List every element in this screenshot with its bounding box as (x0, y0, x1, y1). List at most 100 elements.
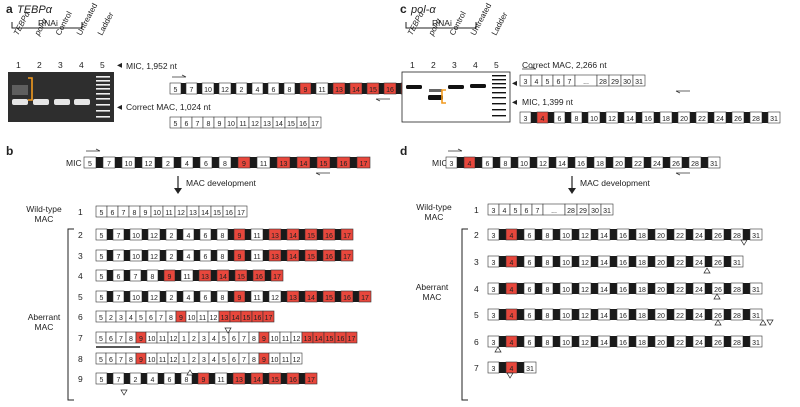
spacer-block (606, 157, 613, 168)
spacer-block (648, 256, 655, 267)
spacer-block (299, 229, 305, 240)
segment-number: 4 (541, 116, 545, 123)
orange-bracket (28, 77, 33, 101)
segment-number: 15 (307, 254, 315, 261)
spacer-block (211, 250, 217, 261)
segment-number: 9 (139, 336, 143, 343)
spacer-block (396, 83, 401, 94)
segment-number: 9 (304, 87, 308, 94)
segment-number: 3 (492, 366, 496, 373)
spacer-block (142, 229, 148, 240)
spacer-block (194, 291, 200, 302)
ladder-band (96, 76, 110, 78)
mic-size-label: MIC, 1,399 nt (522, 97, 574, 107)
segment-number: 6 (204, 161, 208, 168)
spacer-block (193, 270, 199, 281)
spacer-block (517, 256, 524, 267)
gel-band (448, 85, 464, 89)
segment-number: 10 (271, 336, 279, 343)
segment-number: 2 (109, 315, 113, 322)
segment-number: 7 (117, 254, 121, 261)
segment-number: 6 (111, 210, 115, 217)
segment-number: 4 (510, 313, 514, 320)
segment-number: 10 (153, 210, 161, 217)
gel-band (429, 89, 442, 92)
segment-number: 7 (119, 336, 123, 343)
row-number: 2 (78, 230, 83, 240)
lane-name: TEBPα (12, 10, 32, 37)
segment-number: 4 (185, 161, 189, 168)
spacer-block (181, 83, 186, 94)
segment-number: 10 (132, 254, 140, 261)
panel-a: a TEBPα RNAi TEBPα1pol-α2Control3Untreat… (6, 2, 414, 129)
gel-band (428, 95, 443, 100)
spacer-block (744, 112, 750, 123)
segment-number: 9 (238, 254, 242, 261)
segment-number: 9 (202, 377, 206, 384)
segment-number: 8 (169, 315, 173, 322)
spacer-block (517, 283, 524, 294)
breakpoint-marker (714, 319, 722, 326)
segment-number: 28 (599, 79, 607, 86)
segment-number: 28 (691, 161, 699, 168)
segment-number: 1 (182, 336, 186, 343)
row-number: 5 (474, 310, 479, 320)
ladder-band (96, 104, 110, 106)
arrow-marker: ◂ (512, 78, 517, 89)
aberrant-bracket (67, 228, 74, 401)
ladder-band (492, 83, 506, 85)
segment-number: 17 (311, 121, 319, 128)
spacer-block (724, 229, 731, 240)
segment-number: 5 (100, 254, 104, 261)
segment-number: 31 (770, 116, 778, 123)
segment-number: 13 (189, 210, 197, 217)
segment-number: 24 (653, 161, 661, 168)
spacer-block (107, 373, 113, 384)
breakpoint-marker (766, 319, 774, 326)
spacer-block (175, 270, 181, 281)
row-number: 9 (78, 374, 83, 384)
segment-number: 16 (644, 116, 652, 123)
segment-number: 15 (287, 121, 295, 128)
spacer-block (379, 83, 384, 94)
spacer-block (353, 291, 359, 302)
spacer-block (177, 291, 183, 302)
spacer-block (158, 373, 164, 384)
ladder-band (492, 97, 506, 99)
spacer-block (568, 157, 575, 168)
spacer-block (311, 83, 316, 94)
development-label: MAC development (580, 178, 651, 188)
segment-number: 20 (657, 233, 665, 240)
segment-cell (749, 282, 763, 295)
spacer-block (572, 309, 579, 320)
panel-b-letter: b (6, 144, 13, 158)
segment-cell (290, 352, 303, 365)
ladder-band (492, 79, 506, 81)
segment-number: 18 (638, 287, 646, 294)
spacer-block (591, 336, 598, 347)
segment-cell (749, 228, 763, 241)
segment-number: 13 (280, 161, 288, 168)
segment-number: 4 (187, 295, 191, 302)
segment-number: 26 (714, 287, 722, 294)
segment-number: 11 (253, 254, 260, 261)
segment-number: 14 (600, 340, 608, 347)
segment-number: 14 (289, 233, 297, 240)
segment-number: 3 (492, 313, 496, 320)
ladder-band (96, 84, 110, 86)
spacer-block (705, 256, 712, 267)
segment-number: 24 (695, 260, 703, 267)
ladder-band (492, 115, 506, 117)
spacer-block (160, 229, 166, 240)
segment-number: 31 (752, 233, 760, 240)
ladder-band (492, 75, 506, 77)
spacer-block (629, 283, 636, 294)
segment-number: 5 (174, 87, 178, 94)
segment-number: 20 (657, 287, 665, 294)
spacer-block (625, 157, 632, 168)
ladder-band (96, 80, 110, 82)
arrow-marker: ◂ (512, 97, 517, 108)
